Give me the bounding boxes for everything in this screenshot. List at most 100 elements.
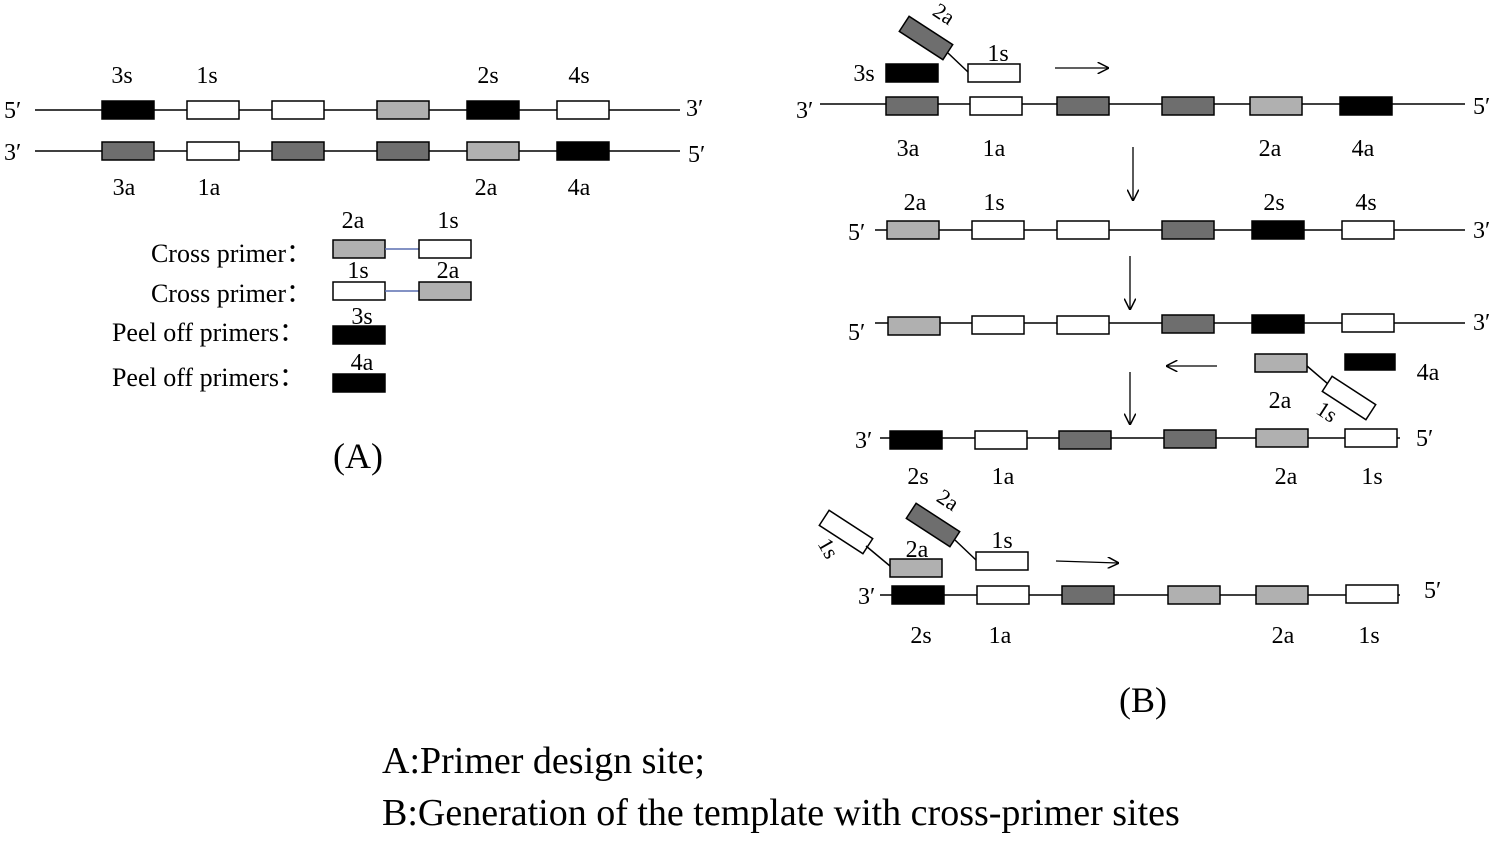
- site-label: 3s: [111, 63, 132, 89]
- panel-a-bottom-strand: 3′ 5′ 3a 1a 2a 4a: [4, 140, 705, 201]
- site-box: [376, 100, 430, 120]
- primer-box: [1321, 375, 1377, 421]
- primer-box: [818, 509, 874, 555]
- site-label: 1a: [992, 464, 1015, 490]
- strand-end-label: 5′: [1416, 426, 1433, 452]
- panel-b-step-5: 1s 2a 2a 1s 3′ 5′ 2s 1a 2a 1s: [813, 484, 1441, 649]
- primer-part-label: 2a: [929, 0, 960, 30]
- site-box: [1255, 585, 1309, 605]
- primer-box: [418, 281, 472, 301]
- primer-box: [975, 551, 1029, 571]
- primer-box: [885, 63, 939, 83]
- panel-b-step-3: 5′ 3′ 4a 2a 1s: [848, 310, 1490, 428]
- strand-end-label: 5′: [1473, 94, 1490, 120]
- primer-box: [332, 373, 386, 393]
- primer-box: [898, 15, 954, 61]
- strand-end-label: 3′: [1473, 310, 1490, 336]
- panel-a-label: (A): [333, 436, 383, 476]
- primer-part-label: 2a: [933, 484, 964, 516]
- panel-a: 5′ 3′ 3s 1s 2s 4s 3′ 5′ 3a 1a 2a 4a Cros…: [4, 63, 705, 476]
- strand-end-label: 3′: [686, 96, 703, 122]
- site-box: [976, 585, 1030, 605]
- site-box: [186, 141, 240, 161]
- primer-part-label: 3s: [853, 61, 874, 87]
- strand-end-label: 3′: [858, 584, 875, 610]
- site-box: [271, 100, 325, 120]
- site-box: [1255, 428, 1309, 448]
- site-box: [186, 100, 240, 120]
- strand-end-label: 3′: [855, 428, 872, 454]
- site-box: [1058, 430, 1112, 450]
- primer-part-label: 1s: [437, 208, 458, 234]
- site-box: [1056, 315, 1110, 335]
- panel-b-label: (B): [1119, 680, 1167, 720]
- site-box: [1161, 220, 1215, 240]
- site-box: [1345, 584, 1399, 604]
- primer-linker: [1306, 365, 1329, 385]
- site-box: [1344, 428, 1398, 448]
- site-label: 2a: [904, 190, 927, 216]
- primer-box: [332, 325, 386, 345]
- panel-a-primers: Cross primer： 2a 1s Cross primer： 1s 2a …: [112, 208, 472, 393]
- site-box: [885, 96, 939, 116]
- site-label: 2s: [477, 63, 498, 89]
- primer-linker: [947, 52, 969, 73]
- site-box: [466, 100, 520, 120]
- site-label: 1s: [196, 63, 217, 89]
- site-box: [971, 220, 1025, 240]
- site-box: [969, 96, 1023, 116]
- site-box: [101, 100, 155, 120]
- primer-box: [418, 239, 472, 259]
- site-label: 2a: [1259, 136, 1282, 162]
- site-box: [376, 141, 430, 161]
- strand-end-label: 3′: [796, 98, 813, 124]
- site-box: [889, 430, 943, 450]
- primer-part-label: 4a: [1417, 360, 1440, 386]
- site-label: 2a: [1275, 464, 1298, 490]
- strand-end-label: 3′: [1473, 218, 1490, 244]
- panel-b-step-4: 3′ 5′ 2s 1a 2a 1s: [855, 426, 1433, 490]
- site-box: [1056, 96, 1110, 116]
- primer-box: [332, 239, 386, 259]
- primer-linker: [865, 545, 891, 567]
- site-label: 2s: [1263, 190, 1284, 216]
- primer-part-label: 1s: [987, 41, 1008, 67]
- primer-label: Peel off primers：: [112, 363, 305, 392]
- site-box: [891, 585, 945, 605]
- site-label: 2a: [475, 175, 498, 201]
- primer-label: Cross primer：: [151, 279, 312, 308]
- site-label: 1a: [989, 623, 1012, 649]
- site-label: 4a: [568, 175, 591, 201]
- primer-part-label: 2a: [906, 537, 929, 563]
- site-box: [1249, 96, 1303, 116]
- site-box: [556, 100, 610, 120]
- primer-part-label: 3s: [351, 304, 372, 330]
- site-box: [1341, 313, 1395, 333]
- primer-part-label: 1s: [347, 258, 368, 284]
- site-label: 4s: [568, 63, 589, 89]
- strand-end-label: 5′: [1424, 578, 1441, 604]
- site-label: 2a: [1272, 623, 1295, 649]
- primer-part-label: 4a: [351, 350, 374, 376]
- site-label: 3a: [113, 175, 136, 201]
- site-box: [887, 316, 941, 336]
- primer-linker: [954, 539, 977, 561]
- site-box: [1061, 585, 1115, 605]
- caption-a: A:Primer design site;: [382, 740, 705, 782]
- site-label: 1a: [983, 136, 1006, 162]
- site-label: 1s: [983, 190, 1004, 216]
- primer-label: Peel off primers：: [112, 318, 305, 347]
- panel-a-top-strand: 5′ 3′ 3s 1s 2s 4s: [4, 63, 703, 124]
- strand-end-label: 5′: [848, 220, 865, 246]
- panel-b-step-2: 5′ 3′ 2a 1s 2s 4s: [848, 190, 1490, 246]
- primer-part-label: 1s: [991, 528, 1012, 554]
- site-box: [886, 220, 940, 240]
- site-box: [974, 430, 1028, 450]
- strand-end-label: 5′: [4, 98, 21, 124]
- site-label: 3a: [897, 136, 920, 162]
- site-label: 4s: [1355, 190, 1376, 216]
- site-box: [556, 141, 610, 161]
- site-box: [1163, 429, 1217, 449]
- site-box: [1341, 220, 1395, 240]
- primer-box: [332, 281, 386, 301]
